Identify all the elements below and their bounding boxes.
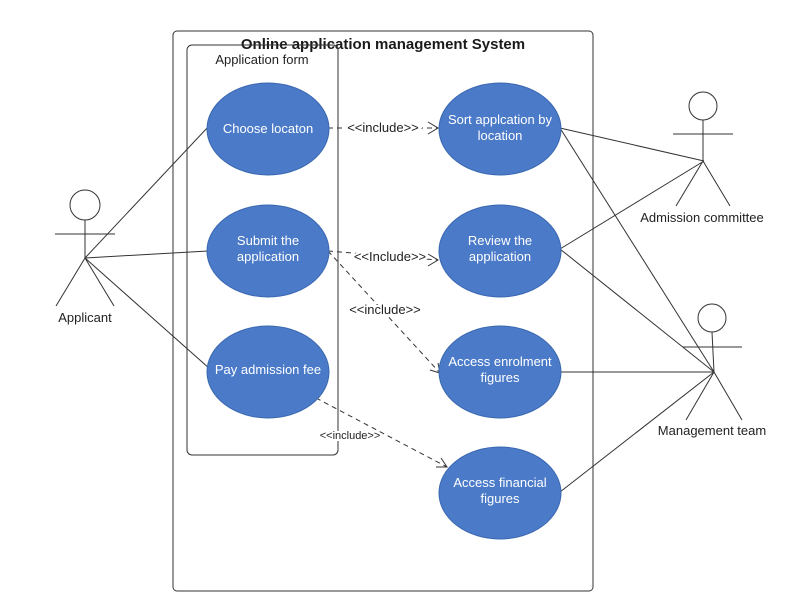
use-case-sort-application-label-2: location [478,128,523,143]
assoc-applicant-choose [84,126,209,259]
assoc-management-sort [559,127,715,373]
system-boundary [172,30,594,592]
use-case-review-application-label-1: Review the [468,233,532,248]
use-case-access-financial[interactable] [438,446,562,540]
actor-applicant-label: Applicant [58,310,112,325]
include-submit-review-line [327,250,439,261]
include-submit-enrolment-line [327,250,441,374]
actor-admission-committee-label: Admission committee [640,210,764,225]
use-case-submit-application-label-2: application [237,249,299,264]
include-pay-financial-arrow [436,457,448,468]
use-case-access-enrolment[interactable] [438,325,562,419]
actor-admission-committee[interactable] [673,91,733,207]
actor-management-team-body [711,331,715,373]
include-submit-review-arrow [427,253,439,267]
include-submit-review-label: <<Include>> [354,249,426,264]
use-case-access-enrolment-label-1: Access enrolment [448,354,552,369]
use-case-access-enrolment-label-2: figures [480,370,520,385]
actor-admission-committee-leg-left [675,160,704,207]
actor-admission-committee-leg-right [702,160,731,207]
use-case-review-application[interactable] [438,204,562,298]
use-case-access-financial-label-1: Access financial [453,475,546,490]
system-title: Online application management System [241,36,525,53]
use-case-review-application-label-2: application [469,249,531,264]
use-case-choose-location-label: Choose locaton [223,121,313,136]
use-case-sort-application[interactable] [438,82,562,176]
actor-applicant-head [69,189,101,221]
actor-management-team-leg-left [685,371,715,421]
actor-applicant[interactable] [55,189,115,307]
actor-management-team-leg-right [713,371,743,421]
include-pay-financial-line [315,397,448,468]
include-choose-sort-arrow [427,121,439,135]
use-case-access-financial-label-2: figures [480,491,520,506]
actor-management-team-label: Management team [658,423,766,438]
actor-management-team-head [697,303,727,333]
assoc-applicant-submit [84,250,209,259]
use-case-pay-fee-label: Pay admission fee [215,362,321,377]
include-choose-sort-label: <<include>> [347,120,419,135]
application-form-box [186,44,339,456]
include-pay-financial-label: <<include>> [320,430,381,442]
actor-management-team[interactable] [683,303,743,421]
use-case-choose-location[interactable] [206,82,330,176]
assoc-management-financial [559,371,715,493]
actor-admission-committee-head [688,91,718,121]
use-case-submit-application[interactable] [206,204,330,298]
assoc-committee-review [559,160,705,250]
use-case-sort-application-label-1: Sort applcation by [448,112,553,127]
assoc-management-review [559,248,715,373]
actor-applicant-leg-right [84,257,115,307]
use-case-pay-fee[interactable] [206,325,330,419]
include-submit-enrolment-label: <<include>> [349,302,421,317]
assoc-applicant-pay [84,257,211,370]
use-case-submit-application-label-1: Submit the [237,233,299,248]
assoc-committee-sort [559,127,705,162]
actor-applicant-leg-left [55,257,86,307]
application-form-title: Application form [215,52,308,67]
